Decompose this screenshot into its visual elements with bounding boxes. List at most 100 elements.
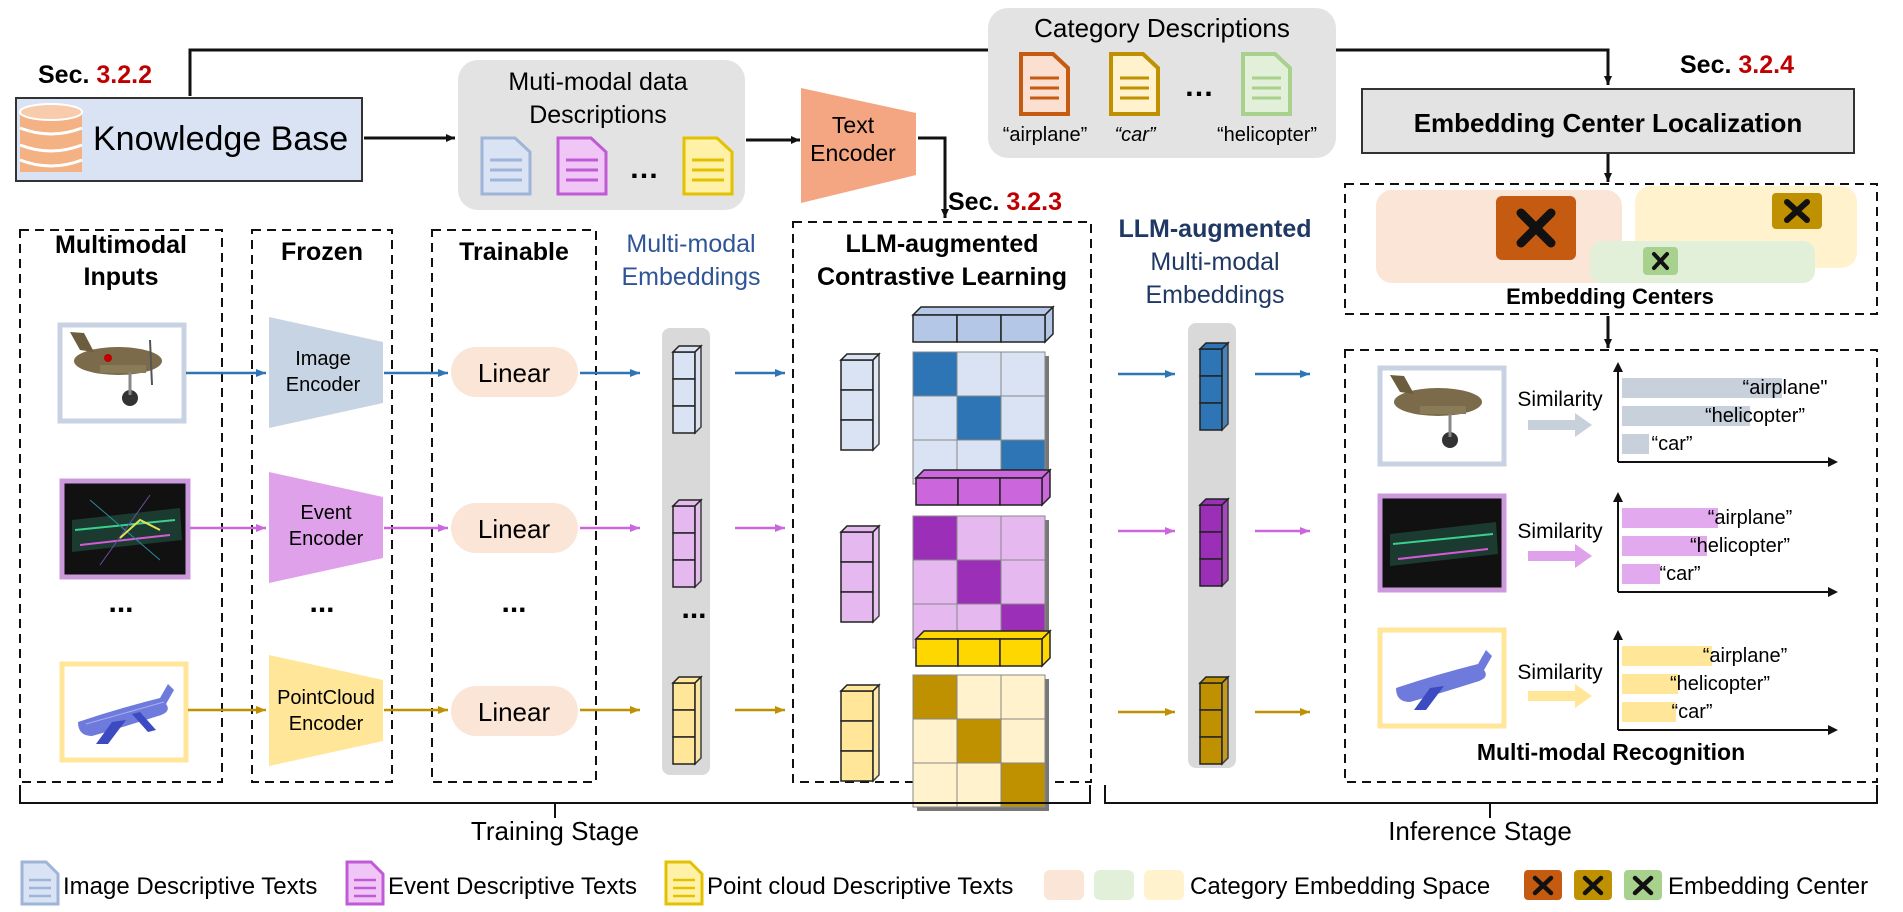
airplane-image (57, 322, 187, 424)
svg-text:Multi-modal: Multi-modal (626, 230, 755, 258)
embedding-stack-event (671, 498, 703, 589)
svg-text:LLM-augmented: LLM-augmented (845, 230, 1038, 258)
svg-text:Embeddings: Embeddings (1146, 281, 1285, 309)
knowledge-base-label: Knowledge Base (93, 120, 348, 158)
bar-pointcloud-airplane (1622, 646, 1712, 666)
sec-3-2-2-label: Sec. 3.2.2 (38, 61, 152, 89)
image-doc-icon (480, 136, 532, 196)
trainable-dots: ... (501, 586, 526, 619)
bar-label-event-car: “car” (1659, 563, 1700, 585)
similarity-arrow-event (1528, 544, 1592, 568)
svg-text:Encoder: Encoder (289, 713, 364, 735)
legend-center-icon-yellow (1574, 870, 1612, 900)
cl-event-embedding-stack (839, 524, 881, 624)
legend-pointcloud-label: Point cloud Descriptive Texts (707, 873, 1013, 900)
car-center-icon (1772, 193, 1822, 229)
image-encoder: Image Encoder (269, 317, 383, 428)
svg-text:Multi-modal: Multi-modal (1150, 248, 1279, 276)
cl-event-similarity-matrix (912, 515, 1049, 652)
sec-3-2-3-label: Sec. 3.2.3 (948, 188, 1062, 216)
svg-text:Inputs: Inputs (84, 263, 159, 291)
bar-event-helicopter (1622, 536, 1707, 556)
cl-pointcloud-text-row (914, 629, 1052, 668)
pointcloud-image (59, 661, 189, 763)
svg-text:Trainable: Trainable (459, 238, 569, 266)
helicopter-doc-icon (1241, 52, 1292, 116)
legend-center-icon-orange (1524, 870, 1562, 900)
llm-augmented-embeddings-column: LLM-augmented Multi-modal Embeddings (1118, 215, 1312, 768)
cat-airplane-label: “airplane” (1003, 124, 1087, 146)
svg-text:Encoder: Encoder (286, 374, 361, 396)
llm-embedding-stack-pointcloud (1198, 675, 1230, 766)
llm-embedding-stack-event (1198, 497, 1230, 588)
legend: Image Descriptive Texts Event Descriptiv… (20, 860, 1868, 906)
category-ellipsis: … (1184, 70, 1214, 103)
similarity-label-pointcloud: Similarity (1517, 661, 1603, 684)
linear-pointcloud: Linear (451, 686, 578, 736)
airplane-center-icon (1496, 196, 1576, 260)
descriptions-ellipsis: … (629, 152, 659, 185)
car-doc-icon (1109, 52, 1160, 116)
multimodal-recognition-box: Similarity Similarity Similarity “airpla… (1344, 349, 1878, 783)
text-encoder: Text Encoder (801, 88, 916, 203)
svg-text:Encoder: Encoder (289, 528, 364, 550)
legend-pointcloud-doc-icon (664, 860, 704, 906)
rec-event-image (1377, 493, 1507, 593)
cl-event-text-row (914, 468, 1052, 507)
svg-text:Embeddings: Embeddings (622, 263, 761, 291)
bar-image-car (1622, 434, 1649, 454)
inputs-dots: ... (108, 586, 133, 619)
bar-pointcloud-car (1622, 702, 1676, 722)
database-icon (19, 103, 83, 172)
embedding-stack-image (671, 344, 703, 435)
category-connector-line (188, 48, 1612, 96)
bar-label-event-airplane: “airplane” (1708, 507, 1792, 529)
bar-label-image-helicopter: “helicopter” (1705, 405, 1805, 427)
inputs-column: Multimodal Inputs ... (19, 229, 223, 783)
cl-image-similarity-matrix (912, 351, 1049, 488)
svg-text:Contrastive Learning: Contrastive Learning (817, 263, 1067, 291)
sec-3-2-4-label: Sec. 3.2.4 (1680, 51, 1794, 79)
legend-space-swatch-yellow (1144, 870, 1184, 900)
descriptions-title-line2: Descriptions (529, 101, 667, 129)
event-encoder: Event Encoder (269, 472, 383, 583)
inference-flow-arrows (1118, 370, 1310, 716)
bar-chart-pointcloud: “airplane”“helicopter”“car” (1613, 630, 1838, 735)
airplane-doc-icon (1019, 52, 1070, 116)
svg-text:Linear: Linear (478, 358, 551, 388)
category-descriptions-title: Category Descriptions (1034, 13, 1290, 43)
svg-text:Linear: Linear (478, 697, 551, 727)
legend-space-label: Category Embedding Space (1190, 873, 1490, 900)
legend-center-label: Embedding Center (1668, 873, 1868, 900)
svg-text:Encoder: Encoder (810, 140, 896, 166)
frozen-column: Frozen Image Encoder Event Encoder ... P… (251, 229, 393, 783)
svg-text:Text: Text (832, 112, 875, 138)
legend-image-label: Image Descriptive Texts (63, 873, 317, 900)
bar-image-helicopter (1622, 406, 1750, 426)
pointcloud-encoder: PointCloud Encoder (269, 655, 383, 766)
inference-stage-bracket: Inference Stage (1104, 785, 1878, 846)
legend-space-swatch-orange (1044, 870, 1084, 900)
llm-embedding-stack-image (1198, 341, 1230, 432)
knowledge-base: Knowledge Base (15, 97, 363, 182)
pointcloud-doc-icon (682, 136, 734, 196)
embedding-centers-label: Embedding Centers (1506, 284, 1714, 309)
multimodal-embeddings-column: Multi-modal Embeddings ... (622, 230, 761, 775)
bar-label-image-car: “car” (1651, 433, 1692, 455)
cat-helicopter-label: “helicopter” (1217, 124, 1317, 146)
similarity-arrow-pointcloud (1528, 684, 1592, 708)
multimodal-descriptions-box: Muti-modal data Descriptions … (458, 60, 745, 210)
bar-label-pointcloud-airplane: “airplane” (1703, 645, 1787, 667)
cat-car-label: “car” (1114, 124, 1156, 146)
svg-text:Frozen: Frozen (281, 238, 363, 266)
legend-event-label: Event Descriptive Texts (388, 873, 637, 900)
helicopter-center-icon (1643, 247, 1678, 275)
bar-label-event-helicopter: “helicopter” (1690, 535, 1790, 557)
contrastive-learning-box: LLM-augmented Contrastive Learning (792, 221, 1092, 811)
bar-chart-image: “airplane" “helicopter” “car” (1613, 362, 1838, 467)
svg-text:PointCloud: PointCloud (277, 687, 375, 709)
bar-label-image-airplane: “airplane" (1743, 377, 1828, 399)
rec-pointcloud-image (1377, 627, 1507, 729)
bar-event-car (1622, 564, 1660, 584)
embedding-stack-pointcloud (671, 675, 703, 766)
